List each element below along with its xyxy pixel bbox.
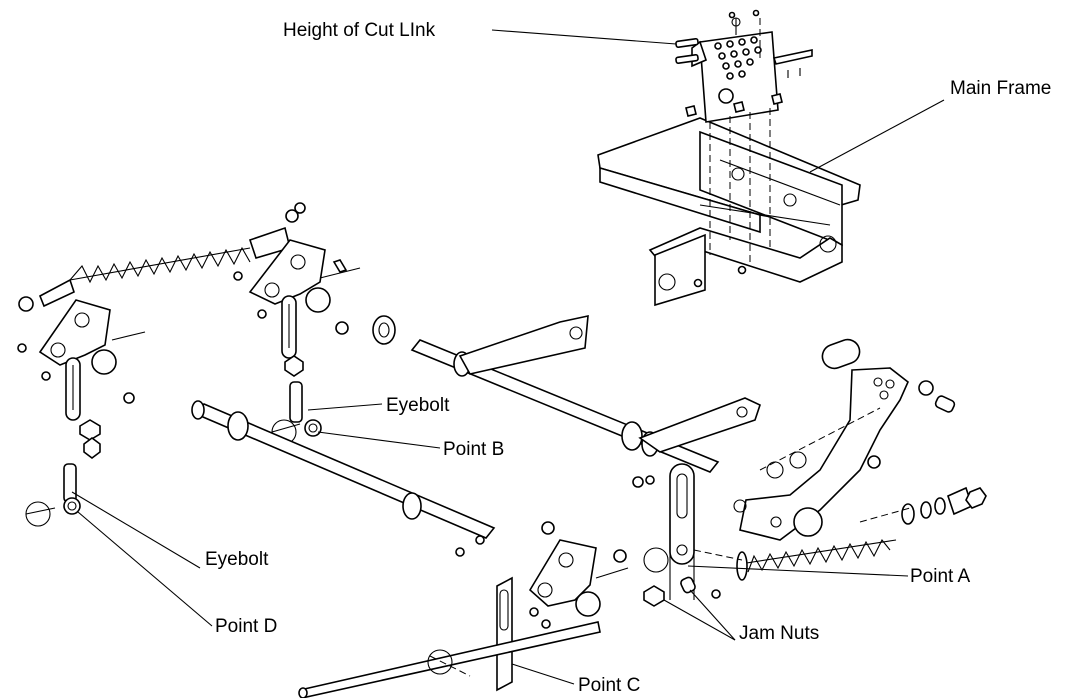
leader-point-b bbox=[317, 431, 441, 449]
label-point-a: Point A bbox=[910, 566, 971, 587]
label-jam-nuts: Jam Nuts bbox=[739, 623, 820, 644]
leader-point-d bbox=[77, 511, 213, 627]
leader-jam-nuts-1 bbox=[663, 599, 736, 641]
leader-height-of-cut-link bbox=[491, 29, 677, 45]
rear-lift-shaft bbox=[372, 314, 761, 473]
leader-eyebolt-upper bbox=[307, 403, 383, 411]
label-height-of-cut-link: Height of Cut LInk bbox=[283, 20, 436, 41]
label-eyebolt-lower: Eyebolt bbox=[205, 549, 269, 570]
front-bell-crank bbox=[496, 521, 629, 692]
lower-eyebolt bbox=[25, 419, 101, 527]
label-main-frame: Main Frame bbox=[950, 78, 1052, 99]
jam-nuts-hardware bbox=[632, 475, 782, 607]
leader-main-frame bbox=[809, 99, 945, 173]
lower-tension-spring bbox=[736, 486, 987, 581]
label-point-d: Point D bbox=[215, 616, 278, 637]
label-point-c: Point C bbox=[578, 675, 641, 696]
point-a-clevis bbox=[643, 463, 743, 600]
front-rod bbox=[298, 621, 601, 698]
main-frame-assembly bbox=[597, 117, 861, 307]
pedal-arm bbox=[739, 338, 956, 541]
leader-point-c bbox=[511, 663, 575, 685]
label-point-b: Point B bbox=[443, 439, 505, 460]
upper-eyebolt bbox=[271, 355, 322, 445]
label-eyebolt-upper: Eyebolt bbox=[386, 395, 450, 416]
leader-jam-nuts-2 bbox=[689, 589, 736, 641]
upper-tension-spring bbox=[18, 209, 299, 312]
front-lift-shaft bbox=[191, 400, 496, 557]
left-bell-crank bbox=[17, 299, 146, 421]
leader-lines bbox=[71, 29, 945, 685]
leader-eyebolt-lower bbox=[71, 491, 201, 569]
leader-point-a bbox=[687, 565, 909, 577]
center-bell-crank bbox=[233, 202, 361, 359]
height-of-cut-link-plate bbox=[675, 9, 813, 265]
